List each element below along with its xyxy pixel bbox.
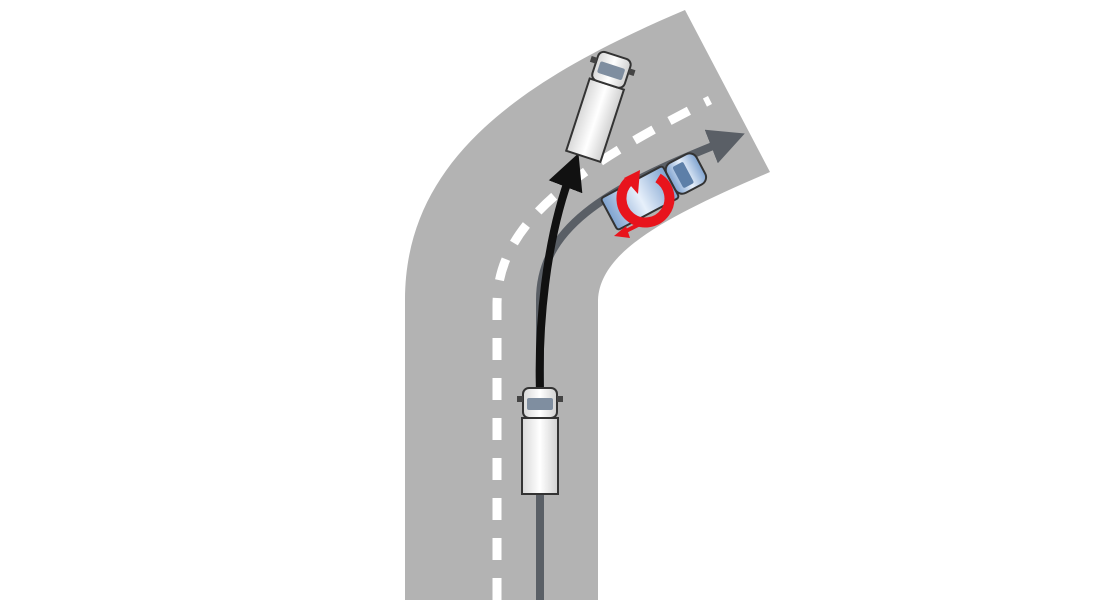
actual-path-arrow (535, 153, 583, 393)
rear-slide-arrow-icon (614, 222, 641, 238)
truck-end (564, 50, 636, 164)
center-lane-dashes (492, 95, 713, 600)
spin-arrow-icon (616, 170, 675, 228)
truck-start (517, 387, 563, 495)
